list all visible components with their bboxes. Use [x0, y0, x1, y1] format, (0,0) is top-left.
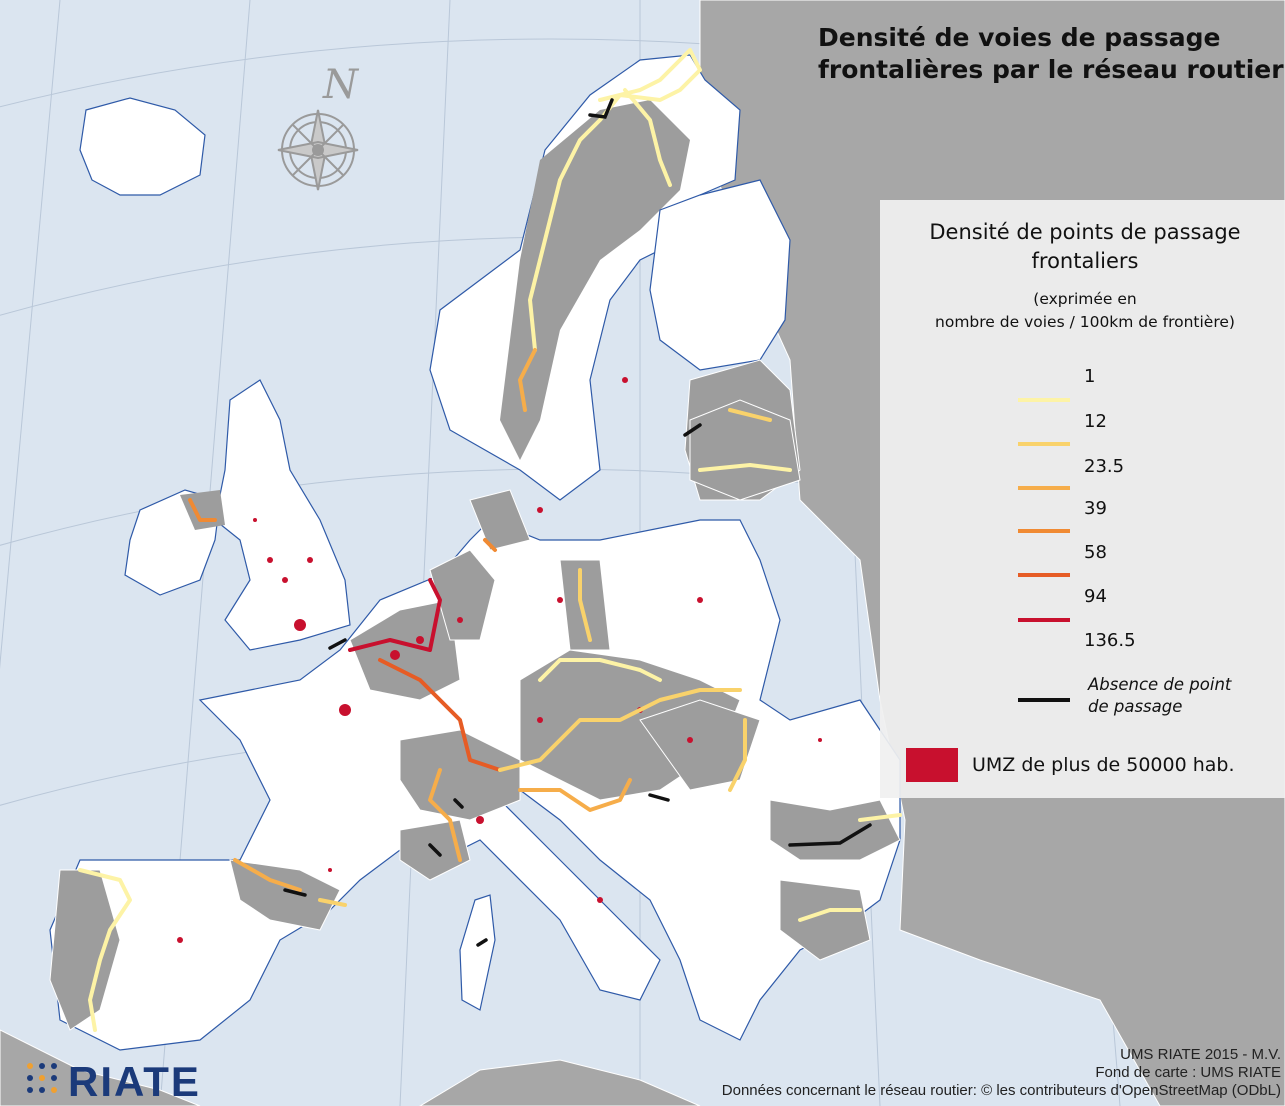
credits-line2: Fond de carte : UMS RIATE	[1095, 1064, 1281, 1081]
map-title: Densité de voies de passage frontalières…	[818, 22, 1284, 86]
credits-line3: Données concernant le réseau routier: © …	[721, 1082, 1281, 1099]
credits: UMS RIATE 2015 - M.V. Fond de carte : UM…	[722, 1046, 1281, 1100]
border-regions	[49, 399, 901, 1031]
legend-class-swatch	[1018, 573, 1070, 577]
sweden-border-regions	[500, 100, 690, 460]
legend-absence-line1: Absence de point	[1088, 675, 1232, 694]
legend-subtitle-line2: nombre de voies / 100km de frontière)	[935, 313, 1235, 331]
legend-class-label: 39	[1084, 498, 1107, 519]
compass-rose-icon	[277, 109, 359, 191]
border-crossing-lines	[78, 48, 902, 1032]
legend-class-swatch	[1018, 529, 1070, 533]
legend-class-label: 1	[1084, 366, 1096, 387]
legend-class-label: 12	[1084, 411, 1107, 432]
great-britain	[214, 379, 351, 651]
riate-logo-dots-icon	[27, 1063, 57, 1093]
umz-urban-zones	[177, 377, 822, 943]
no-crossing-lines	[283, 98, 872, 947]
legend-absence-label: Absence de point de passage	[1088, 674, 1231, 718]
legend-class-label: 94	[1084, 586, 1107, 607]
legend-class-swatch	[1018, 486, 1070, 490]
finland	[649, 179, 791, 371]
legend-subtitle-line1: (exprimée en	[1033, 290, 1137, 308]
legend-class-swatch	[1018, 442, 1070, 446]
compass-north-label: N	[323, 62, 358, 108]
credits-line1: UMS RIATE 2015 - M.V.	[1120, 1046, 1281, 1063]
corsica-sardinia	[459, 894, 496, 1011]
legend-title-line2: frontaliers	[1031, 249, 1139, 273]
legend-subtitle: (exprimée en nombre de voies / 100km de …	[880, 288, 1285, 334]
legend-absence-line2: de passage	[1088, 697, 1183, 716]
legend-absence-swatch	[1018, 698, 1070, 702]
map-title-line2: frontalières par le réseau routier	[818, 55, 1284, 84]
riate-logo-text: RIATE	[68, 1058, 201, 1105]
map-title-line1: Densité de voies de passage	[818, 23, 1221, 52]
legend-class-swatch	[1018, 618, 1070, 622]
legend-class-label: 23.5	[1084, 456, 1125, 477]
legend-class-label: 136.5	[1084, 630, 1136, 651]
legend-umz-swatch	[906, 748, 958, 782]
legend: Densité de points de passage frontaliers…	[880, 200, 1285, 798]
legend-class-label: 58	[1084, 542, 1107, 563]
legend-class-swatch	[1018, 398, 1070, 402]
legend-title: Densité de points de passage frontaliers	[880, 218, 1285, 276]
legend-title-line1: Densité de points de passage	[929, 220, 1241, 244]
legend-umz-label: UMZ de plus de 50000 hab.	[972, 754, 1235, 776]
iceland	[79, 97, 206, 196]
